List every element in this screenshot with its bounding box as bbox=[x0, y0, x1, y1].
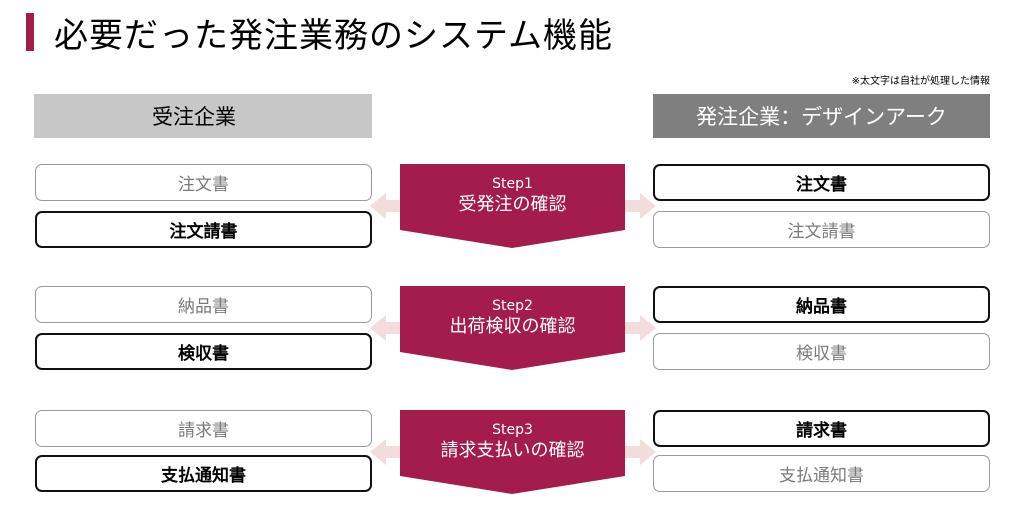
step1-text: Step1 受発注の確認 bbox=[400, 175, 625, 217]
step2-left-doc-1: 納品書 bbox=[35, 286, 372, 323]
step2-right-doc-1: 納品書 bbox=[653, 286, 990, 323]
step3-right-doc-1: 請求書 bbox=[653, 410, 990, 447]
step2-text: Step2 出荷検収の確認 bbox=[400, 297, 625, 339]
step1-right-doc-2: 注文請書 bbox=[653, 211, 990, 248]
step3-name: 請求支払いの確認 bbox=[440, 440, 585, 461]
step2-right-arrow-icon bbox=[624, 315, 656, 341]
step3-label: Step3 bbox=[492, 422, 533, 438]
step2-left-doc-2: 検収書 bbox=[35, 333, 372, 370]
step1-left-doc-1: 注文書 bbox=[35, 164, 372, 201]
step3-left-doc-2: 支払通知書 bbox=[35, 455, 372, 492]
step1-label: Step1 bbox=[492, 176, 533, 192]
step1-right-doc-1: 注文書 bbox=[653, 164, 990, 201]
header-ordering-company: 発注企業：デザインアーク bbox=[653, 94, 990, 138]
header-receiving-company-label: 受注企業 bbox=[152, 105, 236, 129]
step1-chevron bbox=[400, 164, 625, 248]
step1-name: 受発注の確認 bbox=[458, 194, 567, 215]
step2-left-arrow-icon bbox=[370, 315, 402, 341]
step1-left-doc-2: 注文請書 bbox=[35, 211, 372, 248]
step3-left-arrow-icon bbox=[370, 439, 402, 465]
page-title: 必要だった発注業務のシステム機能 bbox=[54, 16, 613, 56]
step3-left-doc-1: 請求書 bbox=[35, 410, 372, 447]
step2-chevron bbox=[400, 286, 625, 370]
step2-name: 出荷検収の確認 bbox=[449, 316, 576, 337]
legend-note: ※太文字は自社が処理した情報 bbox=[851, 76, 990, 87]
step1-left-arrow-icon bbox=[370, 193, 402, 219]
step2-right-doc-2: 検収書 bbox=[653, 333, 990, 370]
step3-right-arrow-icon bbox=[624, 439, 656, 465]
step3-right-doc-2: 支払通知書 bbox=[653, 455, 990, 492]
step1-right-arrow-icon bbox=[624, 193, 656, 219]
step3-text: Step3 請求支払いの確認 bbox=[400, 421, 625, 463]
step2-label: Step2 bbox=[492, 298, 533, 314]
header-ordering-company-label: 発注企業：デザインアーク bbox=[696, 105, 947, 129]
title-accent-bar bbox=[26, 13, 34, 51]
header-receiving-company: 受注企業 bbox=[34, 94, 372, 138]
step3-chevron bbox=[400, 410, 625, 494]
